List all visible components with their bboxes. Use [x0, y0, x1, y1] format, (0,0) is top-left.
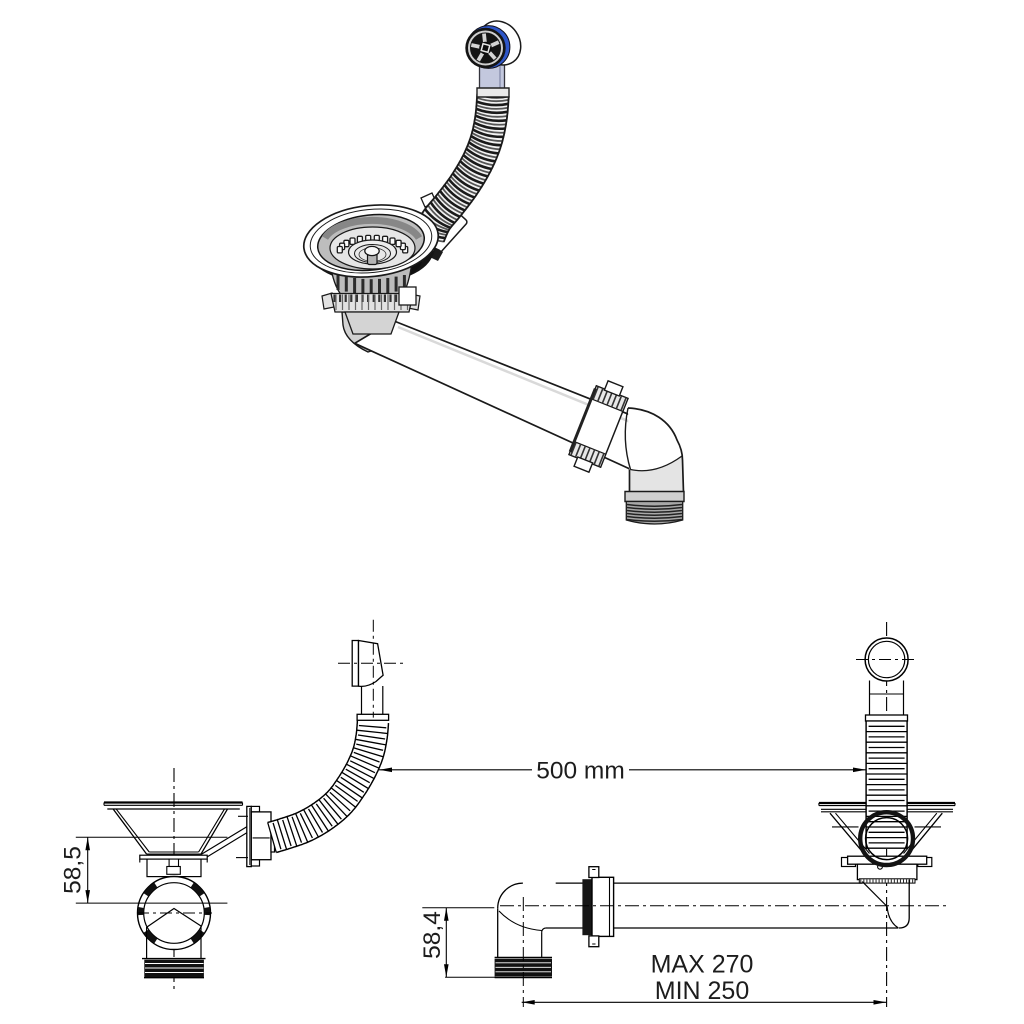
- svg-text:MIN 250: MIN 250: [655, 977, 749, 1005]
- svg-text:58,5: 58,5: [60, 846, 87, 894]
- svg-text:500 mm: 500 mm: [536, 758, 625, 785]
- svg-text:58,4: 58,4: [419, 911, 446, 959]
- svg-text:MAX 270: MAX 270: [651, 951, 754, 979]
